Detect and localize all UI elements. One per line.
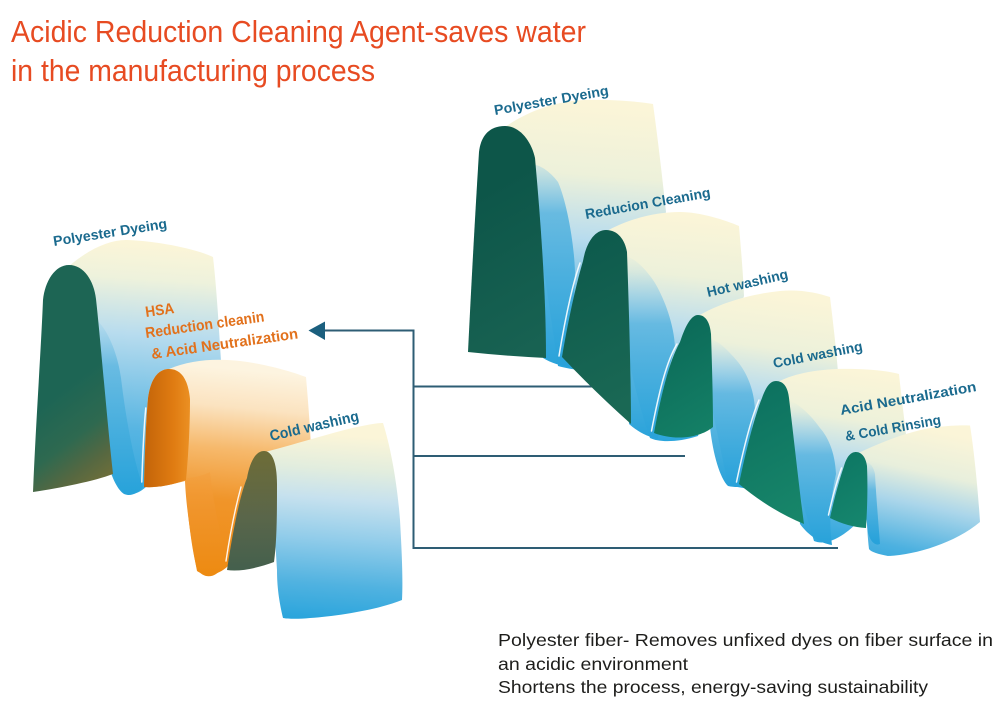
svg-text:an acidic environment: an acidic environment [498,654,688,674]
svg-text:Acidic Reduction Cleaning Agen: Acidic Reduction Cleaning Agent-saves wa… [11,14,586,49]
svg-text:in the manufacturing process: in the manufacturing process [11,53,375,88]
svg-text:Polyester fiber- Removes unfix: Polyester fiber- Removes unfixed dyes on… [498,630,993,650]
svg-text:Shortens the process, energy-s: Shortens the process, energy-saving sust… [498,677,928,697]
svg-text:HSA: HSA [144,300,175,321]
